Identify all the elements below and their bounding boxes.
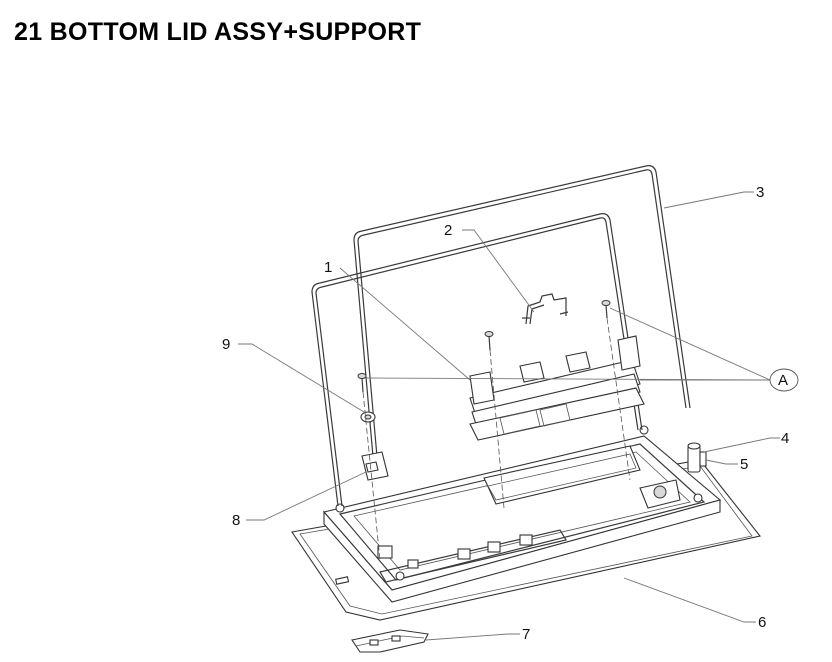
part-3-outer-wire-support (353, 165, 691, 469)
callout-labels: 1 2 3 4 5 6 7 8 9 A (222, 184, 799, 643)
part-7-bracket (351, 629, 429, 653)
screw-a-3 (357, 373, 367, 393)
callout-8: 8 (232, 512, 240, 529)
callout-a: A (778, 372, 788, 389)
callout-2: 2 (444, 222, 452, 239)
part-2-spring-clip (522, 293, 569, 325)
callout-6: 6 (758, 614, 766, 631)
part-8-hinge-bracket (361, 451, 389, 481)
callout-4: 4 (781, 430, 789, 447)
callout-9: 9 (222, 336, 230, 353)
screws-a (357, 300, 611, 393)
screw-a-2 (601, 300, 611, 319)
part-4-5-side-post (687, 442, 707, 473)
part-1-lid-latch (469, 335, 645, 441)
inner-wire-support (311, 213, 643, 507)
callout-1: 1 (324, 259, 332, 276)
callout-5: 5 (740, 456, 748, 473)
callout-3: 3 (756, 184, 764, 201)
assembly-guides (362, 317, 631, 561)
housing-frame (322, 425, 722, 603)
part-9-grommet (360, 411, 376, 423)
screw-a-1 (484, 331, 494, 351)
callout-7: 7 (522, 626, 530, 643)
callout-a-marker: A (769, 368, 799, 392)
leader-lines (238, 191, 780, 641)
page-title: 21 BOTTOM LID ASSY+SUPPORT (14, 18, 422, 46)
